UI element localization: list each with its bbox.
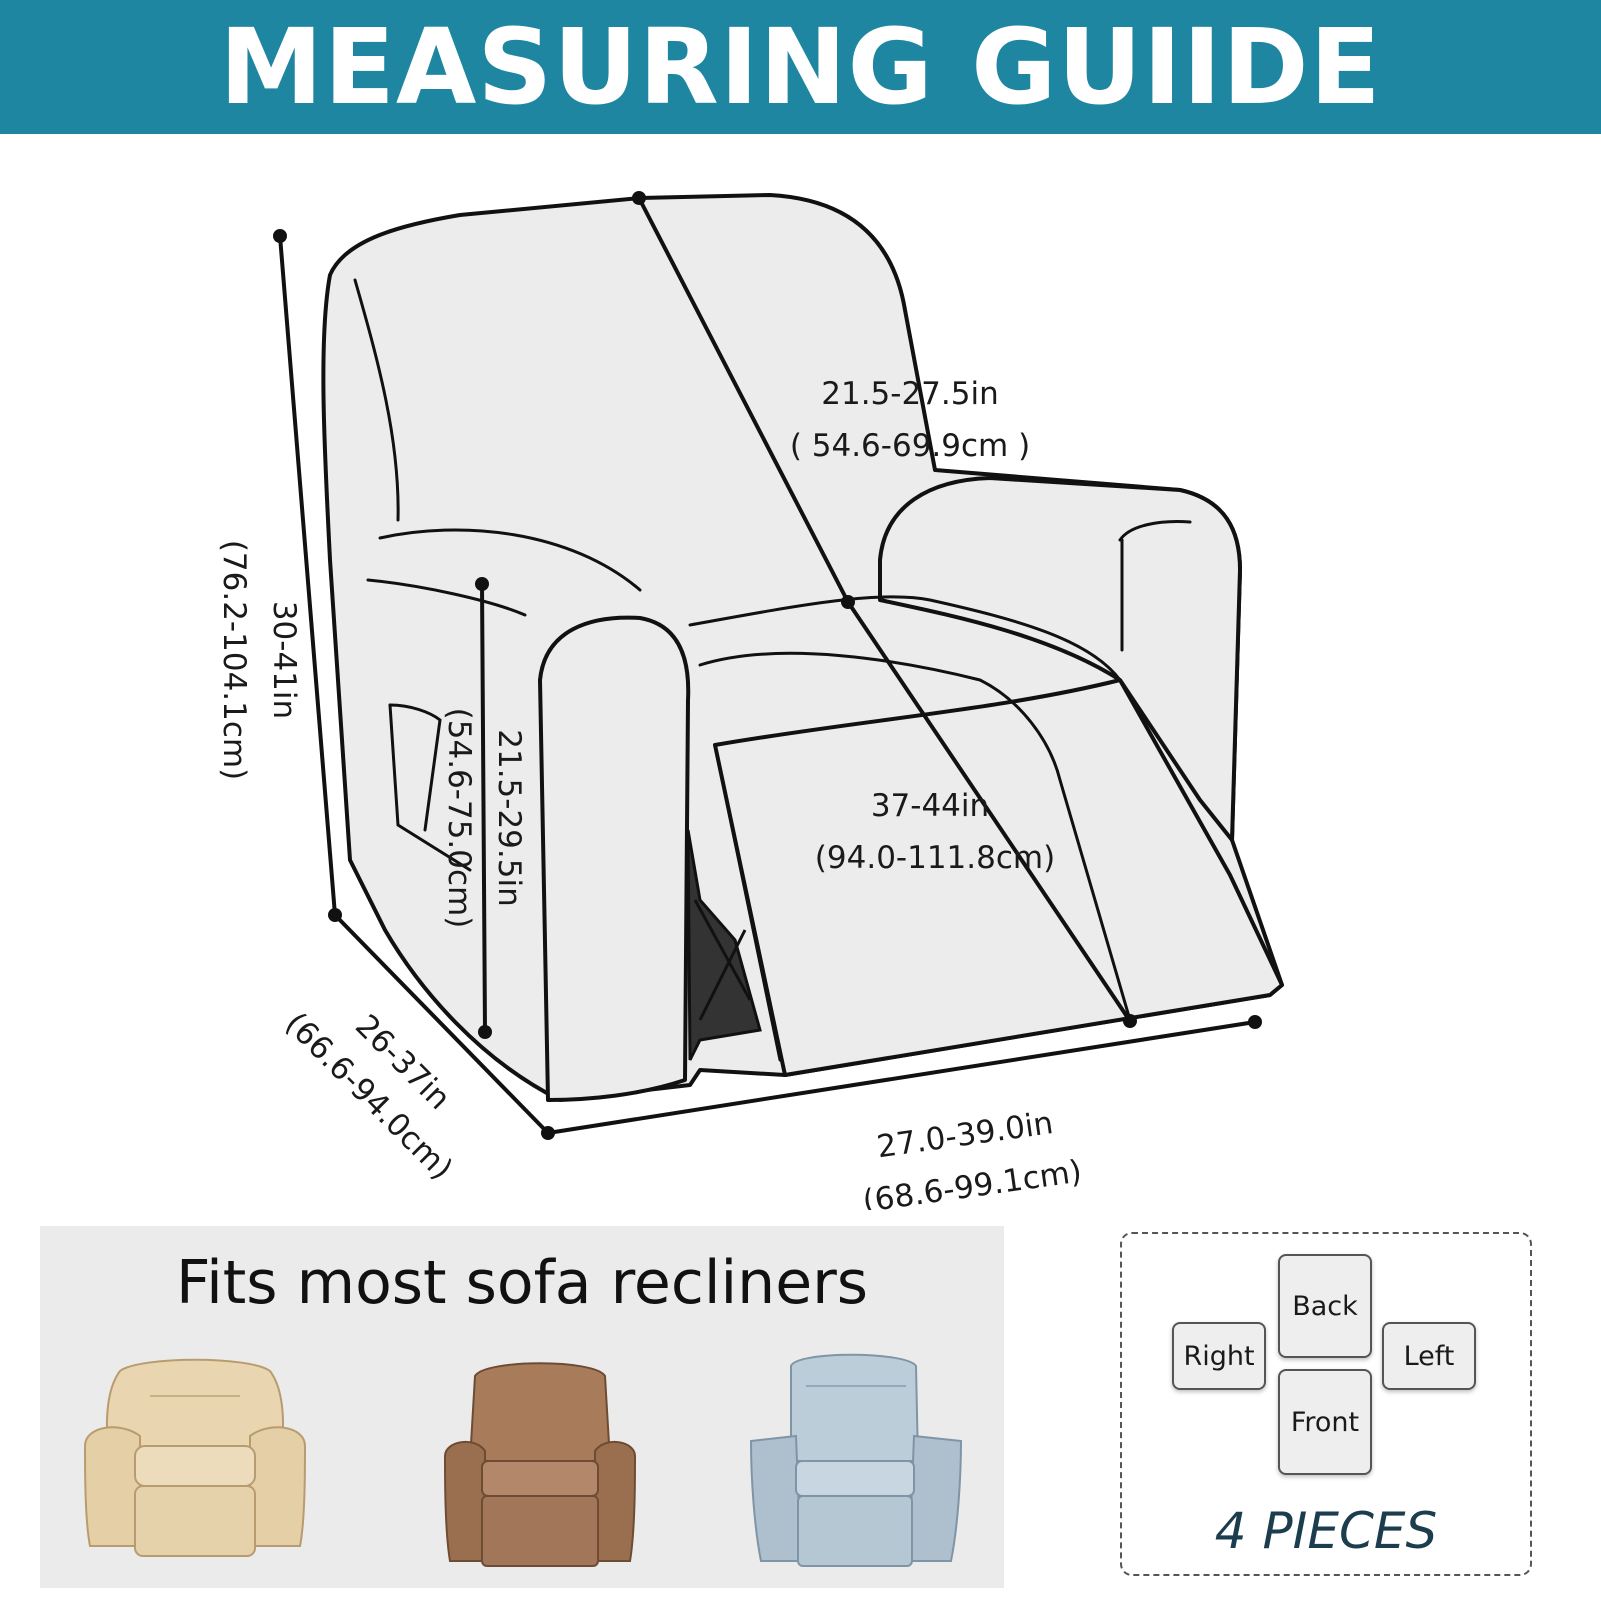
arm-height-cm-label: (54.6-75.0cm) [441,708,477,929]
pieces-panel: Back Right Left Front 4 PIECES [1120,1232,1532,1576]
depth-dimension-line [333,913,550,1135]
seat-length-inches-label: 37-44in [871,788,989,824]
back-length-inches-label: 21.5-27.5in [821,376,999,412]
seat-length-dimension-line [846,600,1132,1023]
recliner-measuring-diagram: 30-41in (76.2-104.1cm) 21.5-29.5in (54.6… [216,191,1284,1210]
page-title: MEASURING GUIIDE [219,6,1382,128]
width-dimension-line [547,1020,1256,1135]
arm-height-dimension-line [480,583,487,1033]
recliner-mechanism [686,829,762,1061]
piece-back: Back [1278,1254,1372,1358]
header-banner: MEASURING GUIIDE [0,0,1601,134]
arm-height-inches-label: 21.5-29.5in [491,729,527,907]
height-dimension-line [278,235,337,916]
piece-left: Left [1382,1322,1476,1390]
fits-title: Fits most sofa recliners [175,1248,869,1318]
cream-recliner-icon [83,1358,307,1557]
blue-recliner-icon [749,1353,963,1567]
piece-front: Front [1278,1369,1372,1475]
dimension-lines [278,197,1256,1135]
fits-panel: Fits most sofa recliners [40,1226,1004,1588]
seat-length-cm-label: (94.0-111.8cm) [815,840,1055,876]
height-cm-label: (76.2-104.1cm) [216,540,252,780]
recliner-seams [353,278,1192,1062]
piece-right: Right [1172,1322,1266,1390]
height-inches-label: 30-41in [266,601,302,719]
brown-recliner-icon [443,1362,637,1567]
back-length-dimension-line [637,197,850,603]
width-inches-label: 27.0-39.0in [875,1105,1056,1165]
back-length-cm-label: ( 54.6-69.9cm ) [790,428,1030,464]
pieces-count: 4 PIECES [1214,1502,1438,1560]
dimension-points [273,191,1262,1140]
recliner-outline [321,193,1284,1102]
